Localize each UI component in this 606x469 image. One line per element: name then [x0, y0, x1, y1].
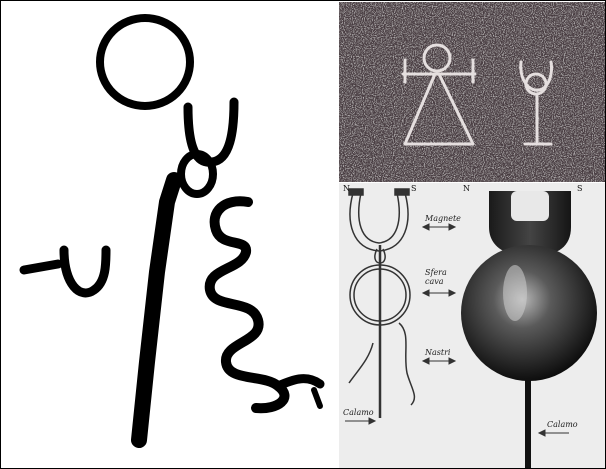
glyph-serpent-end	[314, 390, 320, 406]
glyph-staff	[139, 180, 174, 440]
label-north-right: N	[463, 184, 470, 193]
label-nastri: Nastri	[424, 348, 451, 357]
label-south-right: S	[577, 184, 582, 193]
rock-carving-panel	[339, 2, 605, 182]
label-south-left: S	[411, 184, 416, 193]
glyph-serpent-tail	[278, 379, 320, 386]
glyph-left-dash	[24, 264, 58, 270]
glyph-circle	[100, 18, 190, 106]
rock-surface	[339, 2, 605, 182]
photo-sphere	[461, 245, 597, 381]
glyph-serpent	[210, 201, 285, 408]
label-north-left: N	[343, 184, 350, 193]
label-calamo-right: Calamo	[547, 420, 578, 429]
label-magnete: Magnete	[424, 214, 461, 223]
photo-rod	[525, 379, 531, 468]
glyph-left-u	[64, 250, 106, 293]
rock-carving	[339, 2, 605, 182]
glyph-drawing	[2, 2, 338, 467]
label-calamo-left: Calamo	[343, 408, 374, 417]
glyph-drawing-panel	[2, 2, 338, 467]
